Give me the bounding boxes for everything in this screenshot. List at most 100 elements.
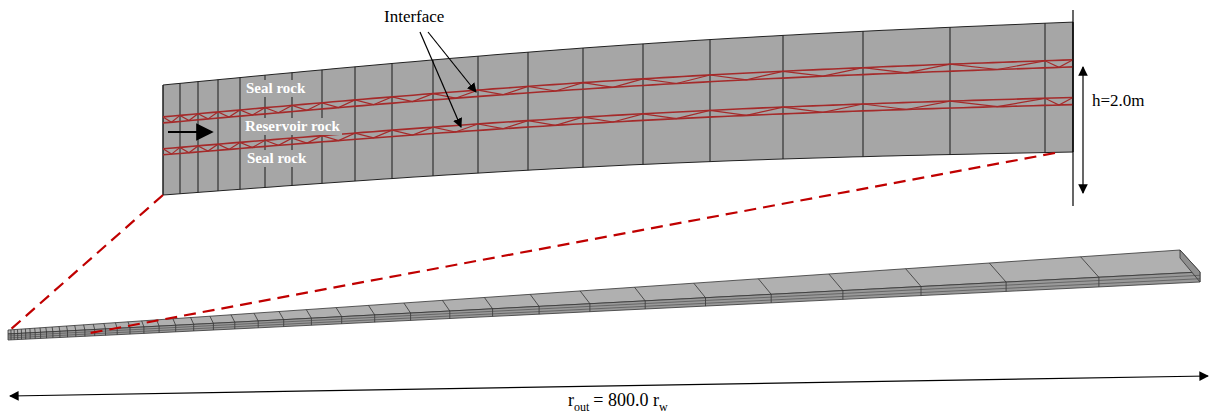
mesh-line bbox=[240, 78, 241, 190]
wedge-mesh-line bbox=[635, 287, 646, 301]
wedge-mesh-line bbox=[25, 329, 26, 333]
dimension-label: = 800.0 r bbox=[593, 390, 659, 410]
wedge-mesh-line bbox=[59, 331, 60, 337]
wedge-mesh-line bbox=[341, 317, 342, 324]
mesh-line bbox=[950, 27, 951, 154]
section-plane-line bbox=[1072, 10, 1073, 206]
wedge-mesh-line bbox=[404, 303, 411, 313]
wedge-mesh-line bbox=[705, 298, 706, 306]
wedge-layer-line bbox=[8, 279, 1200, 338]
wedge-mesh-line bbox=[117, 328, 118, 334]
wedge-mesh-line bbox=[336, 308, 342, 317]
wedge-mesh-line bbox=[589, 304, 590, 312]
wedge-mesh-line bbox=[25, 333, 26, 339]
mesh-line bbox=[710, 40, 711, 162]
wedge-mesh-line bbox=[829, 274, 843, 291]
wedge-mesh-line bbox=[369, 305, 375, 315]
wedge-mesh-line bbox=[30, 333, 31, 339]
mesh-line bbox=[218, 80, 219, 191]
leader-arrow bbox=[420, 32, 461, 127]
wedge-mesh-line bbox=[104, 324, 106, 329]
zoom-dashed-line bbox=[85, 153, 1055, 334]
wedge-mesh-line bbox=[40, 328, 42, 333]
wedge-mesh-line bbox=[14, 330, 15, 334]
layer-label: Seal rock bbox=[244, 80, 307, 97]
wedge-end-face bbox=[1180, 250, 1200, 282]
wedge-mesh-line bbox=[492, 309, 493, 317]
wedge-mesh-line bbox=[213, 323, 214, 330]
wedge-mesh-line bbox=[173, 319, 176, 326]
wedge-mesh-line bbox=[539, 306, 540, 314]
wedge-mesh-line bbox=[906, 269, 921, 287]
wedge-mesh-line bbox=[842, 291, 843, 300]
wedge-mesh-line bbox=[306, 310, 311, 319]
mesh-line bbox=[163, 85, 164, 195]
mesh-line bbox=[355, 67, 356, 181]
zoom-dashed-line bbox=[10, 195, 163, 330]
subscript: w bbox=[659, 400, 668, 414]
wedge-mesh-line bbox=[1098, 277, 1099, 287]
wedge-mesh-line bbox=[484, 298, 492, 309]
wedge-mesh-line bbox=[10, 330, 11, 334]
radius-dimension: rout = 800.0 rw bbox=[565, 390, 671, 415]
wedge-layer-line bbox=[8, 275, 1200, 336]
wedge-mesh-line bbox=[45, 327, 47, 332]
layer-label: Seal rock bbox=[245, 150, 308, 167]
wedge-mesh-line bbox=[210, 316, 214, 323]
wedge-mesh-line bbox=[17, 334, 18, 340]
wedge-mesh bbox=[8, 250, 1200, 340]
interface-truss bbox=[163, 98, 1073, 155]
wedge-mesh-line bbox=[758, 279, 771, 295]
mesh-line bbox=[783, 35, 784, 159]
wedge-mesh-line bbox=[34, 328, 36, 332]
wedge-mesh-line bbox=[279, 312, 284, 320]
mesh-line bbox=[528, 52, 529, 170]
wedge-mesh-line bbox=[921, 287, 922, 296]
wedge-mesh-line bbox=[449, 311, 450, 319]
wedge-mesh-line bbox=[14, 334, 15, 340]
wedge-mesh-line bbox=[17, 329, 18, 333]
wedge-mesh-line bbox=[11, 334, 12, 340]
dimension-label: r bbox=[568, 390, 574, 410]
wedge-mesh-line bbox=[67, 331, 68, 337]
wedge-mesh-line bbox=[159, 326, 160, 333]
mesh-line bbox=[583, 48, 584, 167]
wedge-mesh-line bbox=[254, 313, 258, 321]
mesh-line bbox=[1045, 23, 1046, 152]
mesh-body bbox=[163, 22, 1073, 195]
wedge-mesh-line bbox=[29, 329, 30, 333]
mesh-line bbox=[198, 82, 199, 193]
mesh-line bbox=[392, 64, 393, 179]
mesh-line bbox=[643, 44, 644, 164]
wedge-mesh-line bbox=[311, 318, 312, 325]
wedge-mesh-line bbox=[231, 315, 235, 322]
interface-truss bbox=[163, 60, 1073, 122]
subscript: out bbox=[574, 400, 589, 414]
wedge-mesh-line bbox=[84, 325, 85, 330]
wedge-mesh-line bbox=[35, 333, 36, 339]
wedge-mesh-line bbox=[1006, 282, 1007, 291]
wedge-mesh-line bbox=[67, 326, 68, 331]
wedge-mesh-line bbox=[84, 330, 85, 336]
wedge-side-face bbox=[8, 272, 1200, 340]
wedge-mesh-line bbox=[410, 313, 411, 320]
wedge-mesh-line bbox=[21, 329, 22, 333]
wedge-mesh-line bbox=[93, 324, 94, 329]
wedge-mesh-line bbox=[530, 294, 539, 306]
wedge-mesh-line bbox=[21, 333, 22, 339]
wedge-mesh-line bbox=[75, 325, 76, 330]
wedge-mesh-line bbox=[52, 327, 54, 332]
wedge-mesh-line bbox=[75, 331, 76, 337]
wedge-mesh-line bbox=[989, 263, 1006, 282]
wedge-mesh-line bbox=[40, 332, 41, 338]
wedge-mesh-line bbox=[59, 327, 61, 332]
zoomed-mesh bbox=[163, 22, 1073, 195]
wedge-mesh-line bbox=[193, 324, 194, 331]
interface-line bbox=[163, 105, 1073, 155]
wedge-mesh-line bbox=[143, 327, 144, 334]
dimension-label: h=2.0m bbox=[1092, 92, 1145, 111]
wedge-mesh-line bbox=[130, 328, 131, 334]
wedge-mesh-line bbox=[234, 322, 235, 329]
